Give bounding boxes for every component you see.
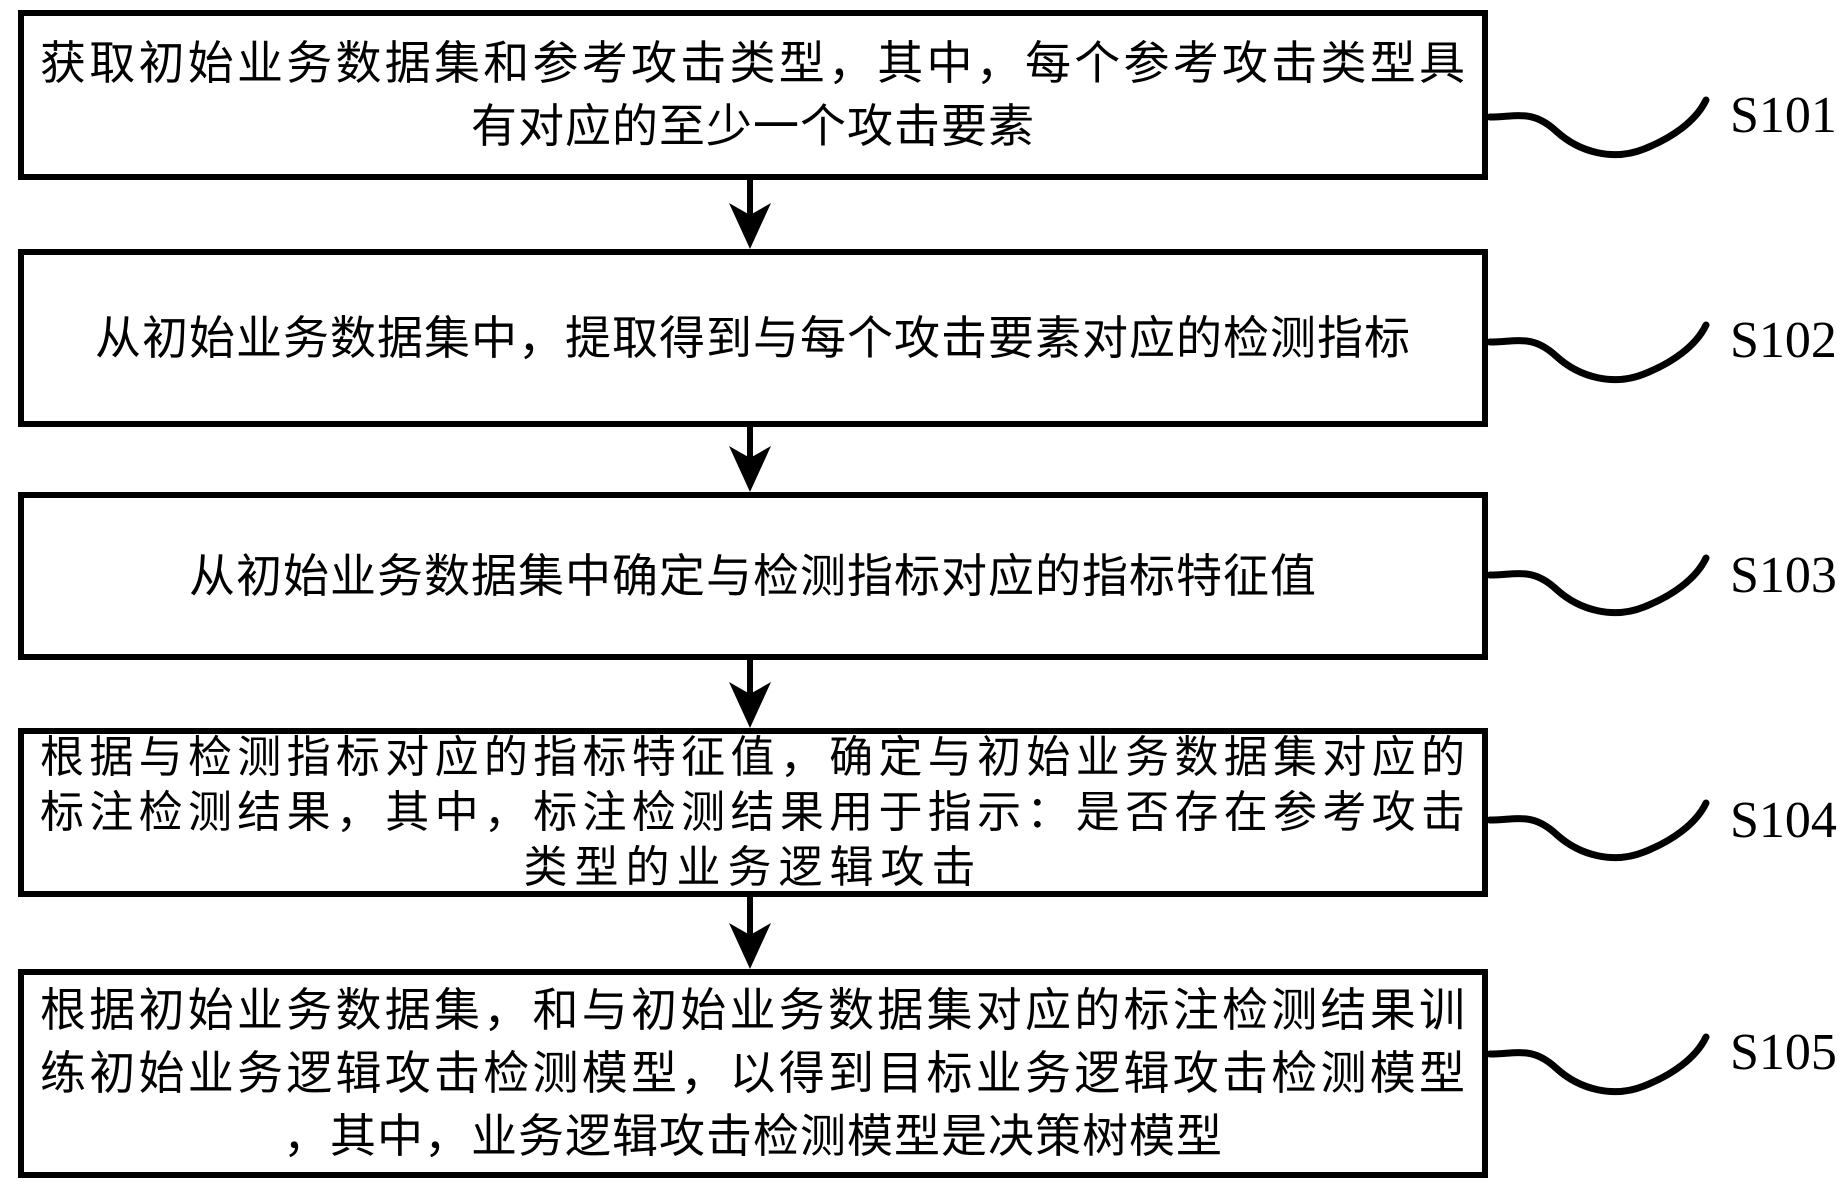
step-text-line: 获取初始业务数据集和参考攻击类型，其中，每个参考攻击类型具: [40, 38, 1466, 89]
connector-squiggle: [1486, 798, 1720, 870]
step-label-s102: S102: [1730, 312, 1837, 369]
connector-squiggle: [1486, 95, 1720, 167]
step-box-s102: 从初始业务数据集中，提取得到与每个攻击要素对应的检测指标: [18, 249, 1488, 427]
step-text-line: 类型的业务逻辑攻击: [523, 843, 983, 892]
step-text-line: ，其中，业务逻辑攻击检测模型是决策树模型: [283, 1111, 1223, 1162]
step-box-s101: 获取初始业务数据集和参考攻击类型，其中，每个参考攻击类型具 有对应的至少一个攻击…: [18, 10, 1488, 180]
connector-squiggle: [1486, 553, 1720, 625]
step-text-line: 根据初始业务数据集，和与初始业务数据集对应的标注检测结果训: [40, 985, 1466, 1036]
step-label-s104: S104: [1730, 792, 1837, 849]
step-text-line: 练初始业务逻辑攻击检测模型，以得到目标业务逻辑攻击检测模型: [40, 1048, 1466, 1099]
flow-arrow-down: [728, 180, 772, 249]
connector-squiggle: [1486, 320, 1720, 392]
step-box-s104: 根据与检测指标对应的指标特征值，确定与初始业务数据集对应的 标注检测结果，其中，…: [18, 728, 1488, 897]
step-label-s105: S105: [1730, 1024, 1837, 1081]
flow-arrow-down: [728, 897, 772, 969]
flow-arrow-down: [728, 427, 772, 492]
step-box-s103: 从初始业务数据集中确定与检测指标对应的指标特征值: [18, 492, 1488, 660]
step-text-line: 从初始业务数据集中确定与检测指标对应的指标特征值: [189, 550, 1317, 602]
step-text-line: 有对应的至少一个攻击要素: [471, 101, 1035, 152]
step-label-s101: S101: [1730, 87, 1837, 144]
connector-squiggle: [1486, 1032, 1720, 1104]
step-box-s105: 根据初始业务数据集，和与初始业务数据集对应的标注检测结果训 练初始业务逻辑攻击检…: [18, 969, 1488, 1178]
step-text-line: 从初始业务数据集中，提取得到与每个攻击要素对应的检测指标: [95, 312, 1411, 364]
step-text-line: 标注检测结果，其中，标注检测结果用于指示：是否存在参考攻击: [40, 788, 1466, 837]
step-label-s103: S103: [1730, 547, 1837, 604]
step-text-line: 根据与检测指标对应的指标特征值，确定与初始业务数据集对应的: [40, 733, 1466, 782]
flow-arrow-down: [728, 660, 772, 728]
